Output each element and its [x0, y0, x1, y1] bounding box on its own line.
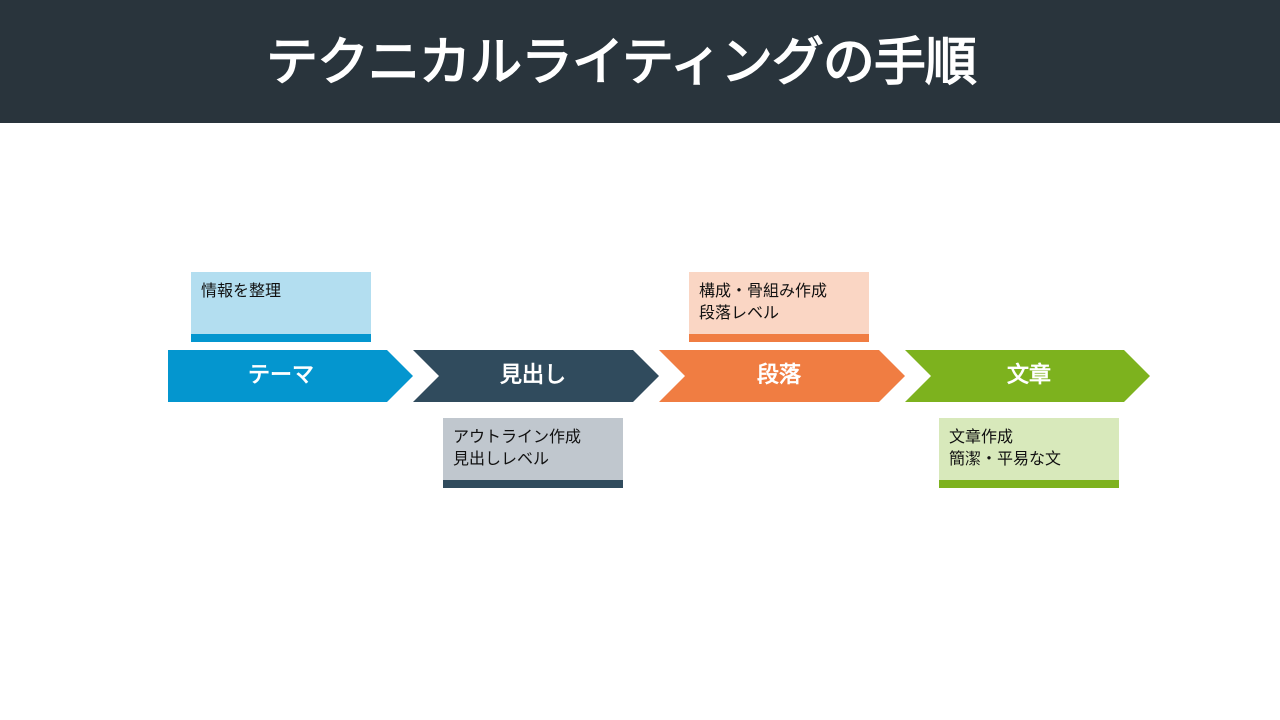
note-heading: アウトライン作成 見出しレベル — [443, 418, 623, 488]
note-paragraph-line-1: 構成・骨組み作成 — [699, 281, 828, 300]
note-theme: 情報を整理 — [191, 272, 371, 342]
note-text-line-2: 簡潔・平易な文 — [949, 449, 1062, 468]
title-bar: テクニカルライティングの手順 — [0, 0, 1280, 123]
note-paragraph-line-2: 段落レベル — [699, 303, 780, 322]
note-heading-line-1: アウトライン作成 — [453, 427, 582, 446]
note-text-line-1: 文章作成 — [949, 427, 1014, 446]
note-paragraph-bar — [689, 334, 869, 342]
step-label-text: 文章 — [1006, 363, 1051, 388]
step-label-paragraph: 段落 — [756, 363, 801, 388]
chevron-step-4 — [905, 350, 1150, 402]
note-paragraph: 構成・骨組み作成 段落レベル — [689, 272, 869, 342]
note-heading-line-2: 見出しレベル — [453, 449, 550, 468]
chevron-step-1 — [168, 350, 413, 402]
step-label-heading: 見出し — [499, 363, 566, 388]
note-text-bar — [939, 480, 1119, 488]
note-text: 文章作成 簡潔・平易な文 — [939, 418, 1119, 488]
step-label-theme: テーマ — [247, 363, 314, 388]
chevron-step-3 — [659, 350, 905, 402]
note-theme-line-1: 情報を整理 — [201, 281, 282, 300]
note-heading-bar — [443, 480, 623, 488]
chevron-step-2 — [413, 350, 659, 402]
slide-title: テクニカルライティングの手順 — [266, 33, 977, 93]
note-theme-bar — [191, 334, 371, 342]
